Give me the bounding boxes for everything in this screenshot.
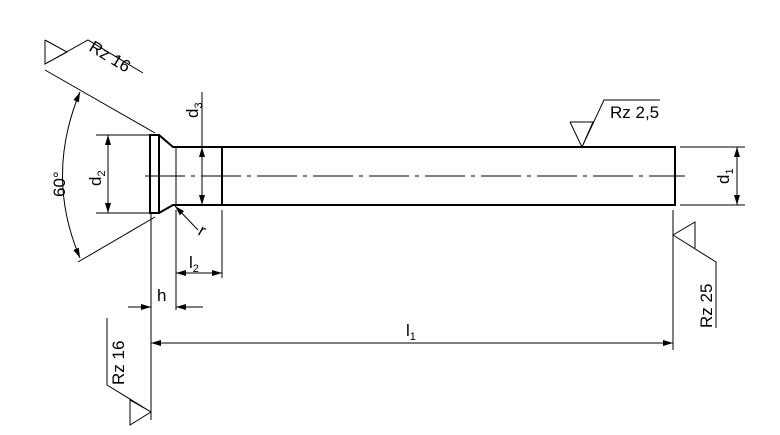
dimension-d3: d3 [183, 92, 205, 205]
dimension-l1: l1 [151, 210, 674, 350]
dimension-l2: l2 [175, 210, 223, 310]
svg-text:d2: d2 [86, 170, 108, 186]
dimension-d1: d1 [680, 146, 745, 206]
dimension-angle: 60° [44, 69, 156, 263]
roughness-head-cone: Rz 16 [44, 37, 144, 76]
svg-text:Rz 2,5: Rz 2,5 [610, 103, 659, 122]
roughness-end-face: Rz 25 [672, 221, 717, 328]
dimension-r: r [174, 205, 210, 240]
svg-text:Rz 25: Rz 25 [697, 284, 716, 328]
svg-text:d1: d1 [714, 168, 736, 184]
svg-text:l1: l1 [406, 321, 416, 343]
svg-text:Rz 16: Rz 16 [109, 341, 128, 385]
part-outline [145, 134, 685, 214]
roughness-shank: Rz 2,5 [569, 99, 660, 149]
roughness-head-face: Rz 16 [106, 318, 152, 426]
svg-text:l2: l2 [189, 253, 199, 275]
svg-text:r: r [195, 221, 210, 240]
dimension-d2: d2 [86, 134, 150, 214]
svg-text:60°: 60° [50, 171, 69, 197]
svg-text:d3: d3 [183, 102, 205, 118]
svg-text:h: h [157, 286, 166, 305]
dimension-h: h [128, 213, 203, 420]
svg-text:Rz 16: Rz 16 [86, 37, 134, 76]
